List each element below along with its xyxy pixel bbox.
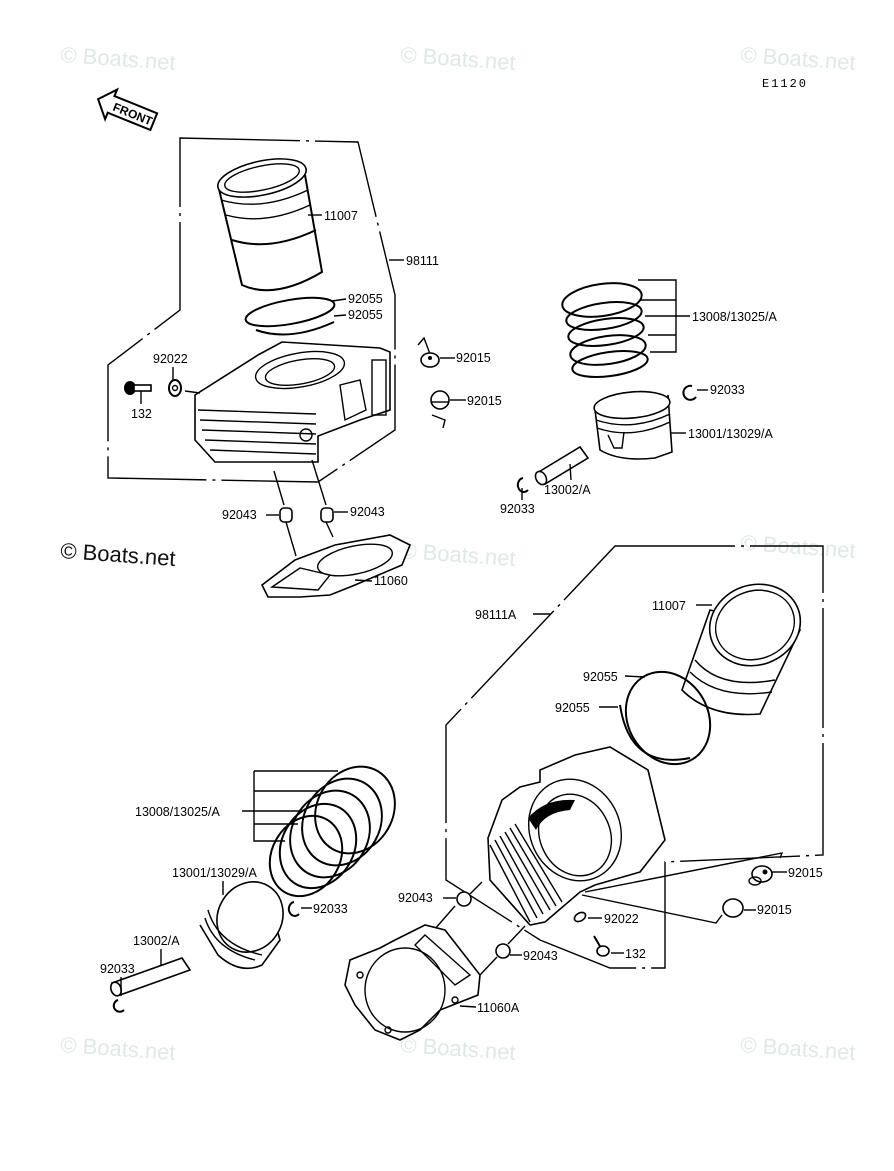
lower-cylinder-assembly: 98111A 11007 92055 92055 <box>344 545 824 1041</box>
label-nut-top: 92015 <box>456 351 491 365</box>
watermark-dark: © Boats.net <box>60 538 177 571</box>
circlip-top <box>682 384 697 401</box>
label-nut-bottom: 92015 <box>757 903 792 917</box>
circlip-bottom <box>516 477 529 493</box>
base-gasket <box>344 924 481 1041</box>
label-washer: 92022 <box>153 352 188 366</box>
bolt <box>593 935 610 957</box>
watermark: © Boats.net <box>400 42 517 75</box>
label-clip-bottom: 92033 <box>100 962 135 976</box>
label-rings: 13008/13025/A <box>135 805 220 819</box>
watermark: © Boats.net <box>60 42 177 75</box>
assembly-boundary <box>107 137 396 483</box>
label-gasket: 11060A <box>477 1001 520 1015</box>
dowel-left <box>279 507 293 523</box>
assembly-boundary <box>445 545 824 969</box>
label-nut-top: 92015 <box>788 866 823 880</box>
piston-rings <box>268 765 396 898</box>
bolt <box>124 381 152 395</box>
assembly-label: 98111A <box>475 608 517 622</box>
diagram-code: E1120 <box>762 77 808 91</box>
label-oring-bottom: 92055 <box>555 701 590 715</box>
upper-piston-set: 13008/13025/A 92033 13001/13029/A 13002/… <box>500 279 777 516</box>
nut-top <box>420 352 440 368</box>
cylinder-liner <box>217 158 324 292</box>
label-washer: 92022 <box>604 912 639 926</box>
nut-bottom <box>430 390 450 410</box>
dowel-bottom <box>495 943 511 959</box>
label-oring-top: 92055 <box>583 670 618 684</box>
label-dowel-right: 92043 <box>350 505 385 519</box>
nut-top <box>748 865 773 886</box>
cylinder-block <box>487 746 666 926</box>
watermark: © Boats.net <box>740 1032 857 1065</box>
label-dowel-top: 92043 <box>398 891 433 905</box>
label-liner: 11007 <box>324 209 358 223</box>
front-arrow-icon: FRONT <box>96 87 159 132</box>
label-bolt: 132 <box>131 407 152 421</box>
circlip-top <box>287 901 300 917</box>
label-pin: 13002/A <box>133 934 180 948</box>
washer <box>168 379 182 397</box>
label-pin: 13002/A <box>544 483 591 497</box>
nut-bottom <box>722 898 744 918</box>
piston-rings <box>561 282 649 379</box>
label-oring-bottom: 92055 <box>348 308 383 322</box>
piston <box>199 881 284 970</box>
label-clip-bottom: 92033 <box>500 502 535 516</box>
watermark: © Boats.net <box>400 538 517 571</box>
upper-cylinder-assembly: 98111 11007 92055 92055 <box>107 137 502 598</box>
watermark: © Boats.net <box>60 1032 177 1065</box>
label-dowel-left: 92043 <box>222 508 257 522</box>
label-oring-top: 92055 <box>348 292 383 306</box>
label-clip-top: 92033 <box>710 383 745 397</box>
head-gasket <box>260 534 412 598</box>
cylinder-liner <box>681 583 802 716</box>
watermark: © Boats.net <box>740 42 857 75</box>
watermark: © Boats.net <box>400 1032 517 1065</box>
piston-pin <box>534 445 590 486</box>
label-bolt: 132 <box>625 947 646 961</box>
lower-piston-set: 13008/13025/A 13001/13029/A 92033 13002/… <box>100 765 396 1013</box>
piston <box>593 390 673 460</box>
assembly-label: 98111 <box>406 254 439 268</box>
cylinder-block <box>194 341 391 463</box>
dowel-top <box>456 891 472 907</box>
label-piston: 13001/13029/A <box>172 866 257 880</box>
label-nut-bottom: 92015 <box>467 394 502 408</box>
washer <box>573 911 587 923</box>
label-dowel-bottom: 92043 <box>523 949 558 963</box>
circlip-bottom <box>112 999 125 1013</box>
label-gasket: 11060 <box>374 574 408 588</box>
label-rings: 13008/13025/A <box>692 310 777 324</box>
dowel-right <box>320 507 334 523</box>
o-ring-pair <box>244 296 336 336</box>
label-liner: 11007 <box>652 599 686 613</box>
label-clip-top: 92033 <box>313 902 348 916</box>
piston-pin <box>109 957 192 997</box>
label-piston: 13001/13029/A <box>688 427 773 441</box>
